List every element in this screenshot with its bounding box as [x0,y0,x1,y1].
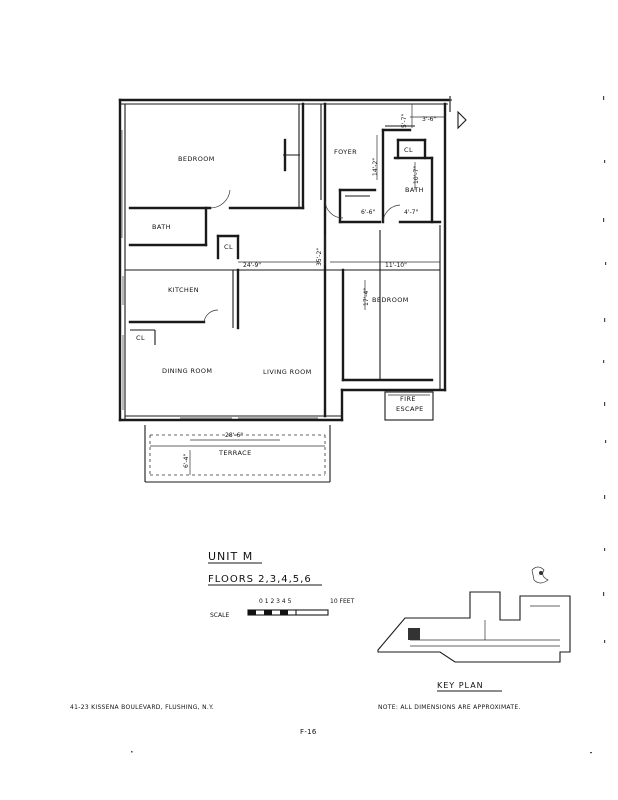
exterior-walls [118,96,452,422]
room-label-living: LIVING ROOM [263,368,312,376]
north-arrow-icon [457,110,467,130]
floors-label: FLOORS 2,3,4,5,6 [208,574,312,585]
room-label-foyer: FOYER [334,148,357,156]
dimension-lines [189,104,445,475]
dim-terrace-v: 6'-4" [183,454,190,468]
dim-bath-v: 10'-7" [413,166,420,184]
room-label-terrace: TERRACE [218,449,252,457]
room-label-fire: FIRE [400,395,416,403]
section-line [125,261,440,271]
dim-bath-w: 4'-7" [404,209,418,216]
dim-terrace-w: 28'-6" [225,432,243,439]
dim-foyer-v: 14'-2" [372,158,379,176]
room-label-bath-left: BATH [152,223,171,231]
left-windows [121,130,124,410]
key-plan [377,566,571,663]
dim-living-v: 35'-2" [316,248,323,266]
room-label-cl-small: CL [404,146,413,154]
dim-top-right: 3'-6" [422,116,436,123]
room-label-kitchen: KITCHEN [168,286,199,294]
scale-label: SCALE [210,612,229,619]
room-label-cl-kitchen: CL [136,334,145,342]
room-label-escape: ESCAPE [396,405,424,413]
scale-end: 10 FEET [330,598,355,605]
scale-numbers: 0 1 2 3 4 5 [259,598,292,605]
dim-top-right-v: 5'-7" [401,114,408,128]
room-label-bath-small: BATH [405,186,424,194]
room-label-bedroom-main: BEDROOM [178,155,215,163]
dim-bedroom-v: 17'-4" [363,288,370,306]
page-number: F-16 [300,728,317,736]
room-label-cl-left: CL [224,243,233,251]
fire-escape [384,391,434,421]
dim-cl-w: 6'-6" [361,209,375,216]
terrace-outline [144,425,331,483]
key-plan-label: KEY PLAN [437,681,484,690]
dim-bedroom-w: 11'-10" [385,262,407,269]
scan-specks [131,96,607,754]
dimensions-note: NOTE: ALL DIMENSIONS ARE APPROXIMATE. [378,704,521,711]
room-label-bedroom-right: BEDROOM [372,296,409,304]
room-label-dining: DINING ROOM [162,367,212,375]
unit-title: UNIT M [208,550,253,563]
scale-bar [247,609,329,616]
address: 41-23 KISSENA BOULEVARD, FLUSHING, N.Y. [70,704,214,711]
dim-living-w: 24'-9" [243,262,261,269]
doors [203,189,401,323]
